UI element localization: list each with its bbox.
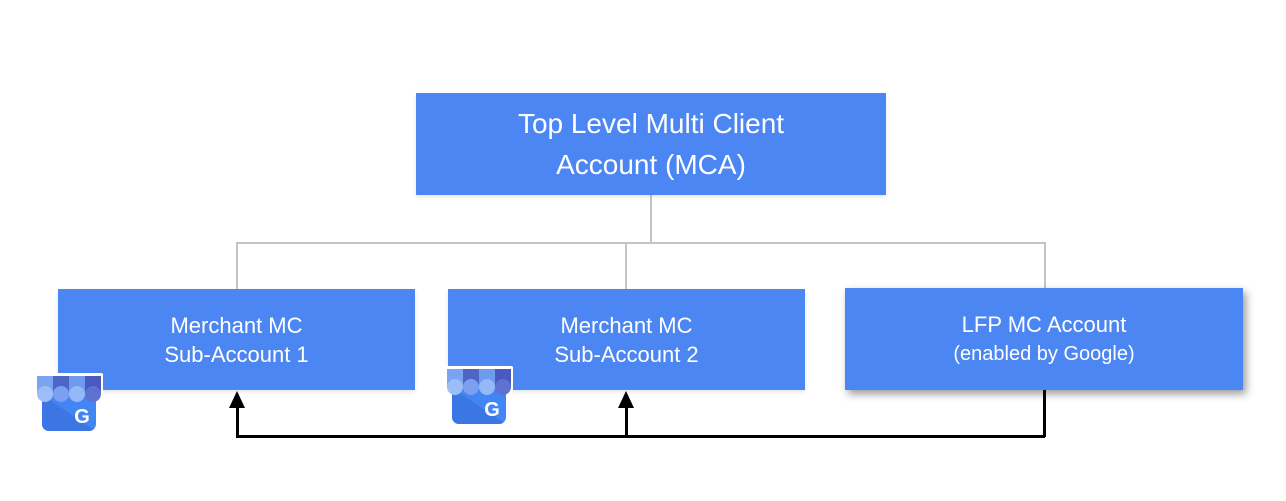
- google-business-icon: G: [445, 366, 513, 426]
- node-label-line2: Sub-Account 2: [554, 341, 699, 367]
- connector-root-stub: [650, 195, 652, 243]
- node-label-line2: Sub-Account 1: [164, 341, 309, 367]
- google-g-letter: G: [74, 406, 90, 428]
- connector-drop-sub2: [625, 242, 627, 289]
- storefront-awning: [37, 376, 101, 402]
- node-label-line1: Merchant MC: [560, 312, 693, 338]
- node-merchant-sub-account-1: Merchant MC Sub-Account 1: [58, 289, 415, 390]
- node-label-line2: (enabled by Google): [953, 343, 1135, 365]
- node-top-level-mca: Top Level Multi Client Account (MCA): [416, 93, 886, 195]
- google-business-icon: G: [35, 373, 103, 433]
- connector-rail: [236, 242, 1046, 244]
- arrowhead-to-sub1: [229, 391, 245, 408]
- arrowhead-to-sub2: [618, 391, 634, 408]
- storefront-shade: [452, 388, 506, 424]
- lfp-feed-stem-sub2: [625, 402, 628, 436]
- lfp-feed-line-rail: [236, 435, 1045, 438]
- lfp-feed-line-down: [1043, 390, 1046, 437]
- lfp-feed-stem-sub1: [236, 402, 239, 436]
- connector-drop-lfp: [1044, 242, 1046, 288]
- node-lfp-mc-account: LFP MC Account (enabled by Google): [845, 288, 1243, 390]
- node-label-line2: Account (MCA): [556, 149, 746, 180]
- node-label-line1: LFP MC Account: [961, 312, 1127, 337]
- google-g-letter: G: [484, 399, 500, 421]
- node-label-line1: Merchant MC: [170, 312, 303, 338]
- storefront-shade: [42, 395, 96, 431]
- connector-drop-sub1: [236, 242, 238, 289]
- node-label-line1: Top Level Multi Client: [517, 108, 785, 139]
- node-merchant-sub-account-2: Merchant MC Sub-Account 2: [448, 289, 805, 390]
- storefront-awning: [447, 369, 511, 395]
